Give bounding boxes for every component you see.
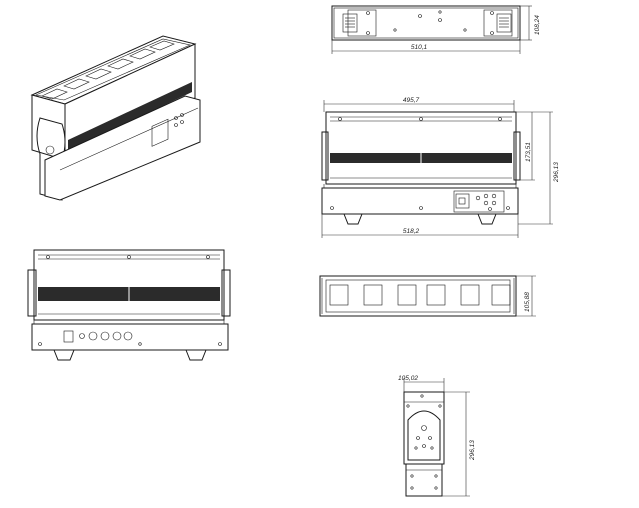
side-view: 105,02 296,13 bbox=[398, 375, 476, 497]
dim-side-view-height: 296,13 bbox=[469, 440, 476, 461]
iso-lens-windows bbox=[41, 40, 175, 100]
dim-top-view-height: 108,24 bbox=[534, 15, 541, 35]
front-view-left bbox=[27, 249, 231, 361]
dim-side-view-width: 105,02 bbox=[398, 375, 418, 382]
iso-led-grille bbox=[68, 82, 192, 151]
dim-front-height-total: 296,13 bbox=[553, 162, 560, 183]
lens-view: 105,88 bbox=[319, 275, 536, 317]
lens-squares bbox=[329, 284, 511, 306]
dim-front-height-inner: 173,51 bbox=[525, 142, 532, 162]
dim-front-bottom-width: 518,2 bbox=[403, 228, 420, 235]
dim-front-top-width: 495,7 bbox=[403, 97, 420, 104]
dim-bottom-view-depth: 105,88 bbox=[524, 292, 531, 312]
top-view: 510,1 108,24 bbox=[331, 5, 541, 54]
isometric-view bbox=[30, 35, 201, 201]
dim-top-view-width: 510,1 bbox=[411, 44, 428, 51]
front-view-right: 495,7 518,2 bbox=[321, 97, 560, 238]
